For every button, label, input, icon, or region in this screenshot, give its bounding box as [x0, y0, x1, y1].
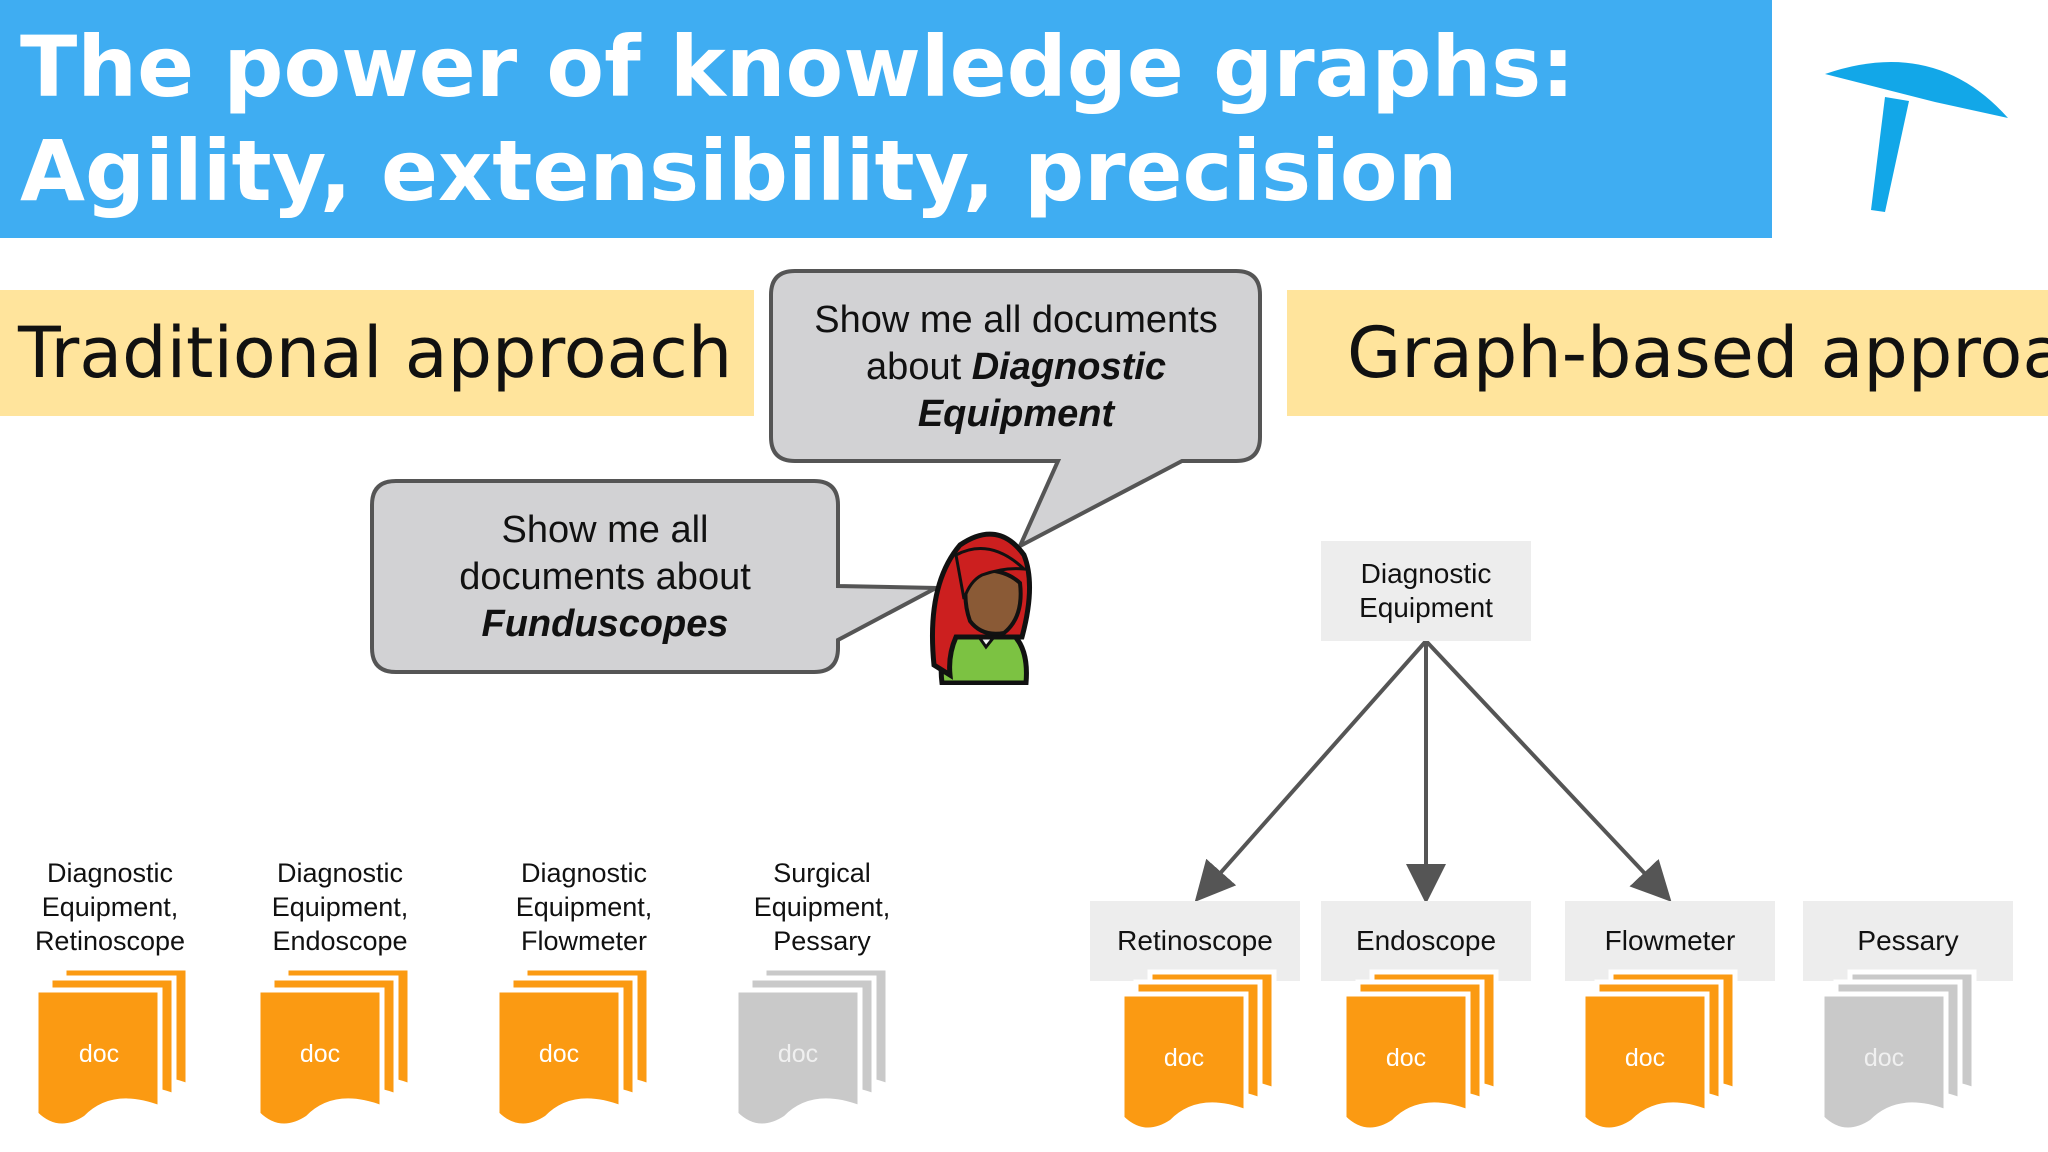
trad-doc-label-1: Diagnostic Equipment, Retinoscope [10, 856, 210, 958]
graph-doc-text-1: doc [1163, 1044, 1205, 1072]
doc-page [733, 987, 863, 1129]
graph-doc-stack-1 [1119, 969, 1277, 1133]
graph-node-label: Retinoscope [1117, 925, 1273, 956]
doc-page [255, 987, 385, 1129]
trad-doc-label-line: Flowmeter [520, 926, 648, 956]
trad-doc-text-4: doc [777, 1040, 819, 1068]
trad-doc-label-line: Equipment, [753, 892, 891, 922]
bubble-diagnostic-shape [769, 269, 1262, 551]
doc-page [33, 987, 163, 1129]
trad-doc-label-line: Diagnostic [520, 858, 648, 888]
bubble-diagnostic-line2: about Diagnostic [780, 344, 1252, 391]
graph-node-label: Pessary [1857, 925, 1959, 956]
graph-root-line1: Diagnostic [1360, 558, 1492, 589]
trad-doc-label-line: Surgical [773, 858, 871, 888]
bubble-diagnostic-line1: Show me all documents [814, 299, 1218, 341]
bubble-funduscopes-line2: documents about [459, 556, 751, 598]
graph-doc-text-3: doc [1624, 1044, 1666, 1072]
title-banner: The power of knowledge graphs: Agility, … [0, 0, 1772, 238]
doc-page [1341, 991, 1471, 1133]
bubble-funduscopes-text: Show me all documents about Funduscopes [372, 507, 838, 648]
trad-doc-label-line: Equipment, [41, 892, 179, 922]
trad-doc-label-3: Diagnostic Equipment, Flowmeter [484, 856, 684, 958]
trad-doc-label-line: Diagnostic [46, 858, 174, 888]
trad-doc-text-1: doc [78, 1040, 120, 1068]
trad-doc-label-line: Equipment, [515, 892, 653, 922]
graph-root-node: Diagnostic Equipment [1321, 541, 1531, 641]
trad-doc-label-4: Surgical Equipment, Pessary [722, 856, 922, 958]
bubble-diagnostic-prefix: about [866, 346, 972, 388]
graph-node-label: Flowmeter [1604, 925, 1736, 956]
person-avatar-icon [930, 531, 1032, 685]
doc-page [1119, 991, 1249, 1133]
graph-node-retinoscope: Retinoscope [1090, 901, 1300, 981]
bubble-funduscopes-line1: Show me all [501, 509, 709, 551]
trad-doc-label-line: Pessary [773, 926, 871, 956]
bubble-funduscopes-emphasis: Funduscopes [481, 603, 729, 645]
bubble-diagnostic-text: Show me all documents about Diagnostic E… [780, 297, 1252, 438]
title-line-1: The power of knowledge graphs: [20, 18, 1575, 116]
trad-doc-stack-1 [33, 965, 191, 1129]
trad-doc-stack-4 [733, 965, 891, 1129]
trad-doc-label-line: Equipment, [271, 892, 409, 922]
graph-doc-text-4: doc [1863, 1044, 1905, 1072]
edge-to-flowmeter [1424, 639, 1672, 902]
graph-node-pessary: Pessary [1803, 901, 2013, 981]
traditional-approach-header: Traditional approach [0, 290, 754, 416]
edge-to-retinoscope [1194, 639, 1428, 902]
trad-doc-stack-2 [255, 965, 413, 1129]
trad-doc-text-2: doc [299, 1040, 341, 1068]
bubble-funduscopes-shape [370, 479, 944, 674]
graph-node-endoscope: Endoscope [1321, 901, 1531, 981]
bubble-diagnostic-emphasis2: Equipment [917, 393, 1115, 435]
graph-root-line2: Equipment [1359, 592, 1493, 623]
graph-node-label: Endoscope [1355, 925, 1497, 956]
doc-page [1819, 991, 1949, 1133]
title-line-2: Agility, extensibility, precision [20, 122, 1458, 220]
trad-doc-label-2: Diagnostic Equipment, Endoscope [240, 856, 440, 958]
graph-doc-stack-2 [1341, 969, 1499, 1133]
trad-doc-label-line: Endoscope [272, 926, 408, 956]
graph-doc-text-2: doc [1385, 1044, 1427, 1072]
graph-based-approach-header: Graph-based approach [1287, 290, 2048, 416]
trad-doc-label-line: Retinoscope [34, 926, 186, 956]
trad-doc-text-3: doc [538, 1040, 580, 1068]
doc-page [1580, 991, 1710, 1133]
graph-node-flowmeter: Flowmeter [1565, 901, 1775, 981]
graph-doc-stack-4 [1819, 969, 1977, 1133]
graph-doc-stack-3 [1580, 969, 1738, 1133]
trad-doc-stack-3 [494, 965, 652, 1129]
doc-page [494, 987, 624, 1129]
trad-doc-label-line: Diagnostic [276, 858, 404, 888]
bubble-diagnostic-emphasis1: Diagnostic [971, 346, 1166, 388]
umbrella-logo-icon [1825, 61, 2008, 212]
